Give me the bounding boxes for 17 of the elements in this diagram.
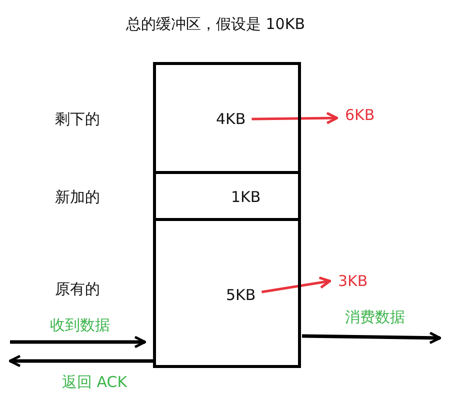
edge-label: 返回 ACK bbox=[62, 373, 128, 392]
section-label: 原有的 bbox=[55, 280, 100, 299]
arrow bbox=[302, 332, 442, 344]
arrow bbox=[10, 336, 146, 348]
arrow bbox=[252, 112, 338, 124]
section-label: 剩下的 bbox=[55, 110, 100, 129]
size-label: 1KB bbox=[231, 188, 261, 206]
size-label: 4KB bbox=[216, 110, 246, 128]
arrow bbox=[261, 276, 332, 294]
size-label: 3KB bbox=[338, 272, 368, 290]
buffer-heading: 总的缓冲区，假设是 10KB bbox=[126, 15, 305, 34]
section-label: 新加的 bbox=[55, 188, 100, 207]
size-label: 6KB bbox=[345, 106, 375, 124]
size-label: 5KB bbox=[226, 286, 256, 304]
arrow bbox=[8, 354, 153, 368]
edge-label: 消费数据 bbox=[345, 308, 405, 327]
edge-label: 收到数据 bbox=[50, 316, 110, 335]
